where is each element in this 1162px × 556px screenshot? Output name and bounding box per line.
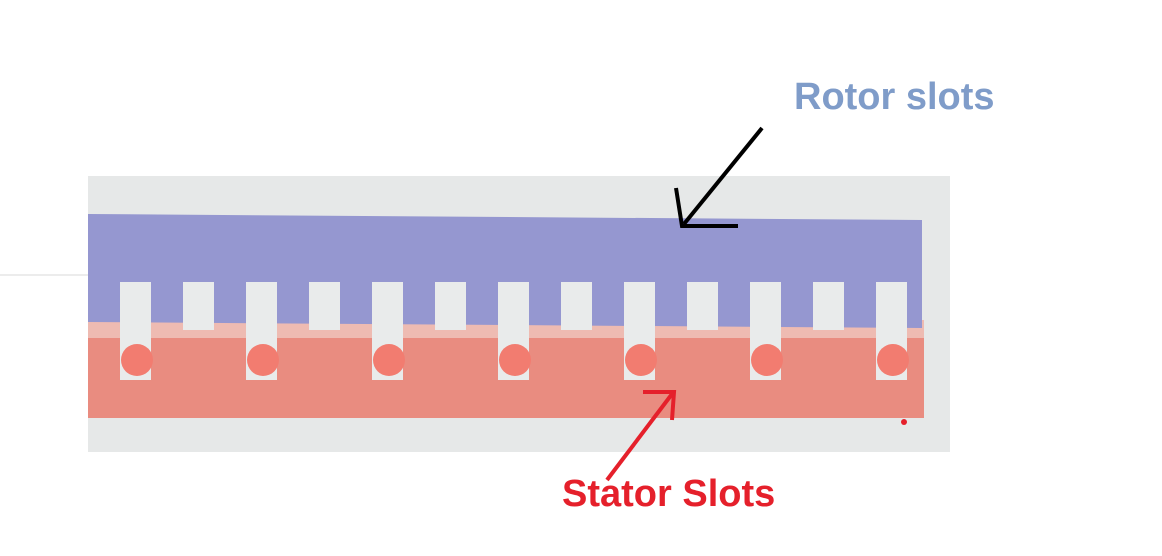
rotor-slot: [309, 282, 340, 330]
rotor-slot: [246, 282, 277, 330]
rotor-slot: [561, 282, 592, 330]
rotor-slot: [435, 282, 466, 330]
stator-conductor: [877, 344, 909, 376]
rotor-slot: [183, 282, 214, 330]
rotor-slot: [687, 282, 718, 330]
rotor-slot: [120, 282, 151, 330]
rotor-arrow: [674, 126, 764, 228]
stator-conductor: [751, 344, 783, 376]
red-dot: [901, 419, 907, 425]
rotor-slot: [876, 282, 907, 330]
rotor-slot: [750, 282, 781, 330]
rotor-slots-label: Rotor slots: [794, 76, 995, 118]
stator-conductor: [625, 344, 657, 376]
stator-conductor: [247, 344, 279, 376]
stator-arrow: [605, 390, 677, 482]
rotor-slot: [624, 282, 655, 330]
rotor-slot: [813, 282, 844, 330]
stator-conductor: [373, 344, 405, 376]
stator-slots-label: Stator Slots: [562, 473, 776, 515]
rotor-slot: [372, 282, 403, 330]
stator-conductor: [121, 344, 153, 376]
stator-conductor: [499, 344, 531, 376]
rotor-slot: [498, 282, 529, 330]
